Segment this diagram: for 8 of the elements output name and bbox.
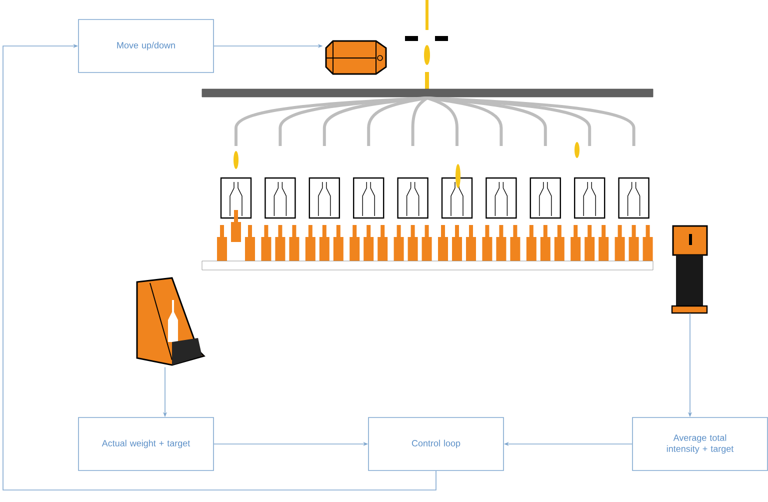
process-box: Move up/down: [78, 19, 214, 73]
camera-sensor-drawing: [671, 225, 708, 314]
actuator-drawing: [325, 40, 387, 75]
arrow: [2, 44, 436, 490]
weighing-cabinet-drawing: [136, 277, 206, 366]
process-box: Average total intensity + target: [632, 417, 768, 471]
process-box: Actual weight + target: [78, 417, 214, 471]
process-box: Control loop: [368, 417, 504, 471]
